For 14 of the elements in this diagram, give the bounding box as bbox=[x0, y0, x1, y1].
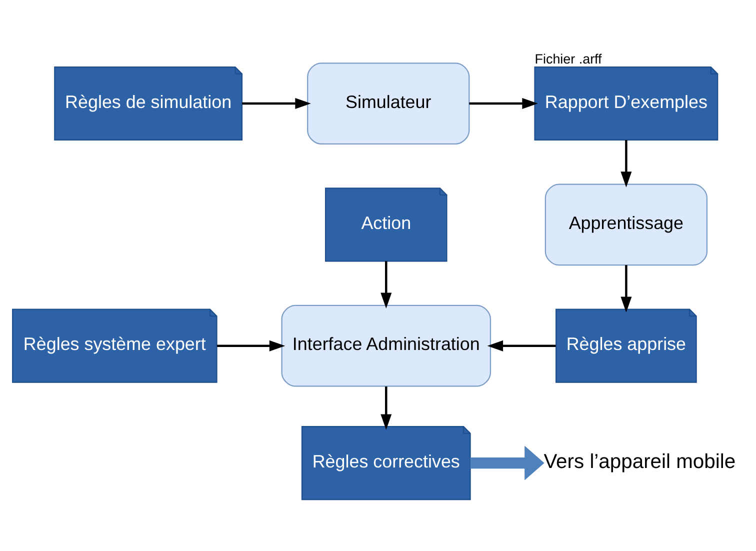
node-box: Apprentissage bbox=[544, 183, 708, 266]
node-text: Vers l’appareil mobile bbox=[544, 450, 736, 472]
node-box: Simulateur bbox=[307, 62, 470, 144]
node-label: Fichier .arff bbox=[534, 50, 602, 66]
arrow bbox=[487, 340, 556, 351]
arrow bbox=[620, 264, 632, 312]
node-box: Interface Administration bbox=[281, 304, 492, 386]
arrow bbox=[380, 260, 392, 308]
arrow bbox=[242, 98, 311, 109]
arrow bbox=[469, 98, 538, 109]
arrow bbox=[217, 340, 286, 351]
arrow bbox=[380, 386, 392, 430]
arrow bbox=[470, 445, 544, 480]
arrow bbox=[620, 140, 632, 187]
